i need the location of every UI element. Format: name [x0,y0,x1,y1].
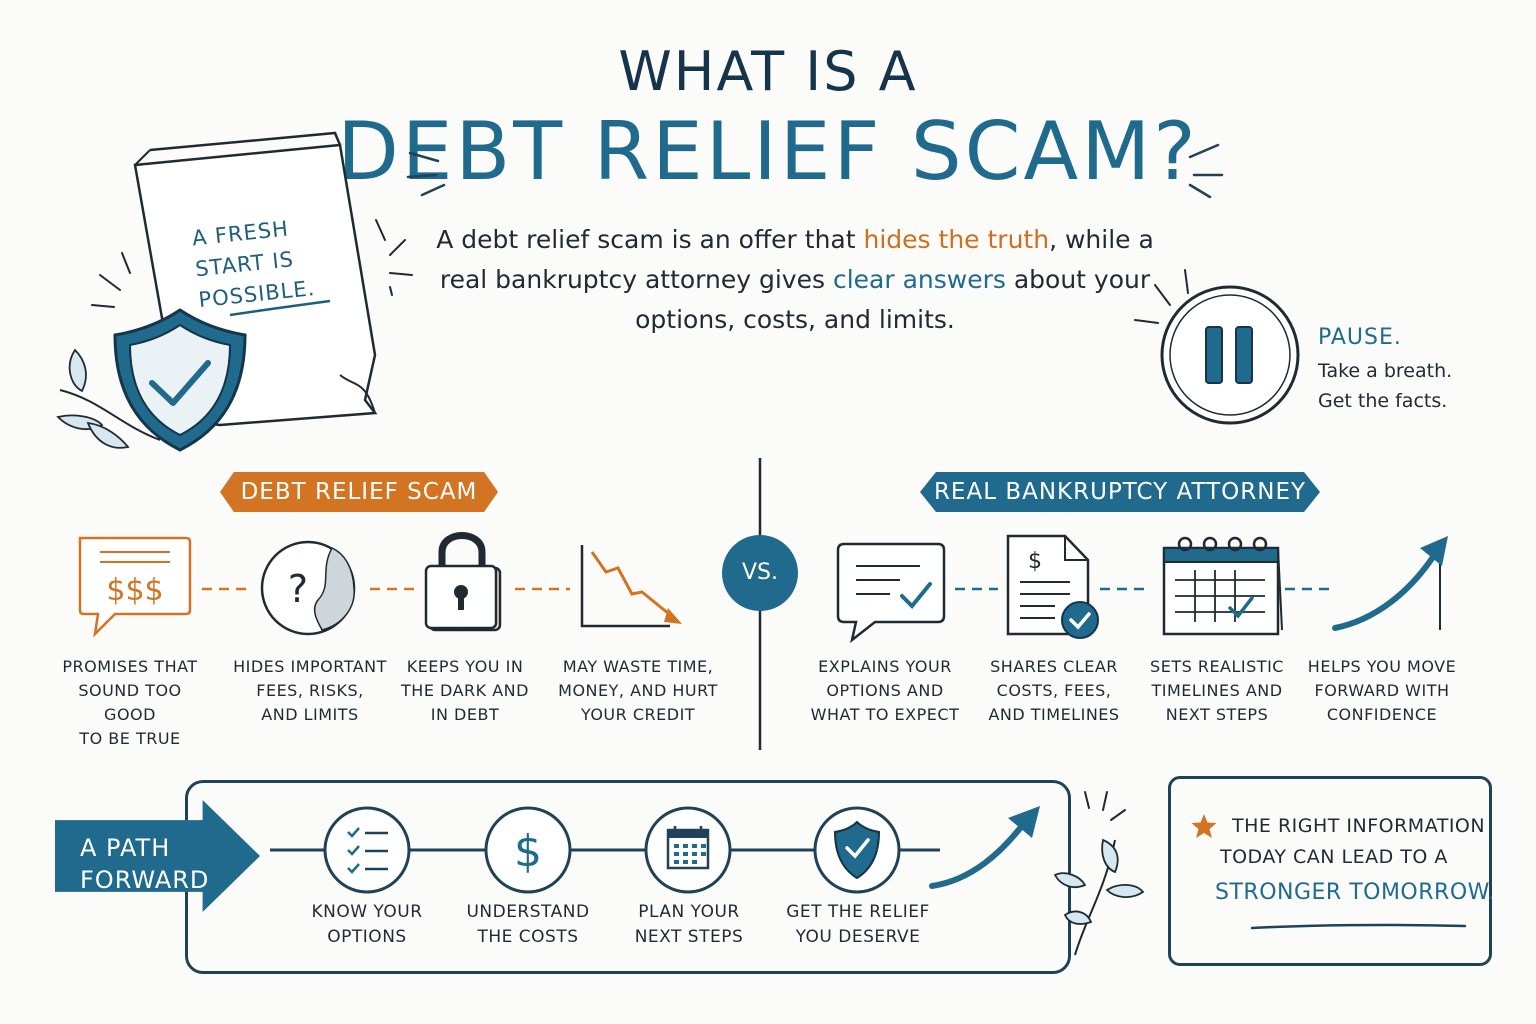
attorney-icons-row: $ [836,534,1448,644]
closing-line-3: STRONGER TOMORROW. [1215,880,1495,905]
pause-icon [1134,269,1300,425]
closing-box [1168,776,1492,966]
star-icon [1191,814,1217,838]
pause-title: PAUSE. [1318,325,1402,350]
svg-text:$$$: $$$ [106,573,163,608]
shield-check-icon [813,806,901,894]
path-forward-label: A PATH FORWARD [80,834,210,894]
rising-arrow-icon [1332,536,1448,631]
title-sparks-left [406,151,446,197]
highlight-clear-answers: clear answers [832,265,1006,294]
plant-sprig-icon [1053,791,1145,956]
pause-line-2: Get the facts. [1318,390,1448,412]
title-sparks-right [1188,143,1224,199]
calendar-icon [1162,536,1283,636]
calendar-icon [644,806,732,894]
question-mark-icon: ? [260,540,356,636]
checkmark-speech-bubble-icon [836,542,946,644]
title-line-1: WHAT IS A [618,40,918,103]
paper-shield-illustration [56,131,413,452]
closing-line-2: TODAY CAN LEAD TO A [1220,846,1448,868]
closing-line-1: THE RIGHT INFORMATION [1232,815,1486,837]
path-rising-arrow-icon [929,806,1040,889]
attorney-banner: REAL BANKRUPTCY ATTORNEY [920,472,1320,512]
declining-chart-icon [580,545,682,628]
closing-underline [1250,923,1467,930]
scam-icons-row: $$$ ? [78,532,682,638]
path-steps-row: $ [270,806,1040,894]
checklist-icon [323,806,411,894]
svg-text:?: ? [288,567,308,611]
intro-paragraph: A debt relief scam is an offer that hide… [436,225,1154,334]
dollar-icon: $ [484,806,572,894]
padlock-icon [424,532,502,632]
highlight-hides-truth: hides the truth [863,225,1050,254]
scam-banner: DEBT RELIEF SCAM [220,472,498,512]
dollar-speech-bubble-icon: $$$ [78,536,192,638]
paper-note: A FRESH START IS POSSIBLE. [190,216,317,313]
svg-text:$: $ [514,826,542,877]
pause-line-1: Take a breath. [1318,360,1453,382]
document-check-icon: $ [1006,534,1099,639]
vs-badge: VS. [722,535,798,611]
svg-text:$: $ [1028,549,1042,574]
title-line-2: DEBT RELIEF SCAM? [337,105,1199,198]
